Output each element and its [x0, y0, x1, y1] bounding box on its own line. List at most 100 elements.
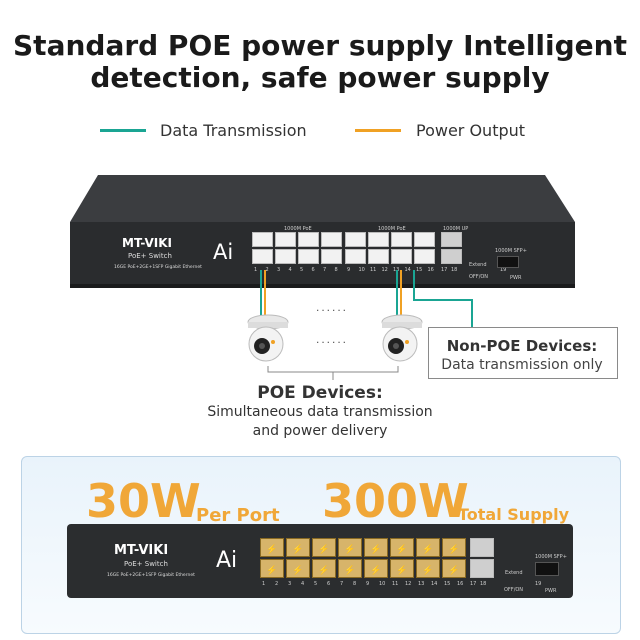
port-number-label: 18 — [451, 267, 458, 273]
non-poe-title: Non-POE Devices: — [446, 337, 598, 355]
port-number-label: 18 — [480, 581, 487, 587]
poe-devices-line2: and power delivery — [252, 423, 388, 439]
poe-port[interactable] — [298, 232, 319, 247]
poe-port[interactable] — [391, 232, 412, 247]
poe-port[interactable]: ⚡ — [312, 538, 336, 557]
port-number-label: 4 — [288, 267, 292, 273]
port-number-label: 13 — [418, 581, 425, 587]
switch-top-group1-label: 1000M PoE — [284, 226, 312, 232]
switch-top-extend-label: Extend — [469, 262, 487, 268]
port-number-label: 15 — [416, 267, 423, 273]
poe-port[interactable] — [414, 249, 435, 264]
poe-port[interactable]: ⚡ — [416, 559, 440, 578]
lightning-bolt-icon: ⚡ — [266, 564, 278, 575]
switch-bottom-sfp-label: 1000M SFP+ — [535, 554, 567, 560]
port-number-label: 19 — [535, 581, 542, 587]
uplink-port[interactable] — [441, 232, 462, 247]
camera-icon — [381, 314, 423, 362]
poe-port[interactable] — [275, 232, 296, 247]
headline-line1: Standard POE power supply Intelligent — [13, 29, 627, 62]
port-number-label: 7 — [323, 267, 327, 273]
poe-devices-description: Simultaneous data transmission and power… — [180, 403, 460, 441]
port-number-label: 12 — [405, 581, 412, 587]
poe-port[interactable] — [321, 232, 342, 247]
uplink-port[interactable] — [470, 559, 494, 578]
total-label: Total Supply — [458, 505, 570, 524]
switch-bottom-ofon-label: OFF/ON — [504, 587, 524, 593]
poe-port[interactable] — [368, 232, 389, 247]
port-number-label: 1 — [262, 581, 266, 587]
poe-port[interactable]: ⚡ — [390, 559, 414, 578]
switch-bottom-spec: 16GE PoE+2GE+1SFP Gigabit Ethernet — [107, 573, 195, 578]
switch-top-spec: 16GE PoE+2GE+1SFP Gigabit Ethernet — [114, 265, 202, 270]
poe-port[interactable] — [368, 249, 389, 264]
legend-power-label: Power Output — [416, 121, 526, 140]
poe-port[interactable]: ⚡ — [390, 538, 414, 557]
poe-port[interactable] — [298, 249, 319, 264]
uplink-port[interactable] — [470, 538, 494, 557]
port-number-label: 10 — [358, 267, 365, 273]
poe-port[interactable]: ⚡ — [260, 559, 284, 578]
port-number-label: 11 — [392, 581, 399, 587]
sfp-port[interactable] — [497, 256, 519, 268]
poe-port[interactable]: ⚡ — [260, 538, 284, 557]
lightning-bolt-icon: ⚡ — [318, 543, 330, 554]
legend-power-line — [355, 129, 401, 132]
poe-port[interactable] — [252, 232, 273, 247]
poe-port[interactable]: ⚡ — [312, 559, 336, 578]
port-number-label: 2 — [265, 267, 269, 273]
port-number-label: 9 — [347, 267, 351, 273]
port-number-label: 6 — [327, 581, 331, 587]
port-number-label: 4 — [301, 581, 305, 587]
port-number-label: 3 — [277, 267, 281, 273]
camera-icon — [247, 314, 289, 362]
poe-port[interactable]: ⚡ — [442, 559, 466, 578]
poe-port[interactable] — [414, 232, 435, 247]
port-number-label: 16 — [457, 581, 464, 587]
poe-port[interactable] — [321, 249, 342, 264]
switch-top-uplink-label: 1000M UP — [443, 226, 469, 232]
switch-top-group2-label: 1000M PoE — [378, 226, 406, 232]
dots-bottom: ...... — [316, 332, 349, 346]
poe-port[interactable]: ⚡ — [442, 538, 466, 557]
switch-top-brand: MT-VIKI — [122, 236, 172, 250]
switch-bottom-model: PoE+ Switch — [124, 560, 168, 568]
poe-port[interactable]: ⚡ — [338, 538, 362, 557]
headline-line2: detection, safe power supply — [90, 61, 550, 94]
lightning-bolt-icon: ⚡ — [318, 564, 330, 575]
uplink-port[interactable] — [441, 249, 462, 264]
port-number-label: 3 — [288, 581, 292, 587]
poe-port[interactable]: ⚡ — [364, 538, 388, 557]
bracket-line — [267, 366, 399, 373]
sfp-port[interactable] — [535, 562, 559, 576]
port-number-label: 2 — [275, 581, 279, 587]
port-number-label: 19 — [500, 267, 507, 273]
lightning-bolt-icon: ⚡ — [344, 564, 356, 575]
switch-bottom-extend-label: Extend — [505, 570, 523, 576]
port-number-label: 11 — [370, 267, 377, 273]
lightning-bolt-icon: ⚡ — [448, 543, 460, 554]
port-number-label: 5 — [300, 267, 304, 273]
poe-port[interactable] — [391, 249, 412, 264]
poe-port[interactable]: ⚡ — [286, 559, 310, 578]
lightning-bolt-icon: ⚡ — [396, 543, 408, 554]
poe-port[interactable]: ⚡ — [338, 559, 362, 578]
non-poe-subtitle: Data transmission only — [441, 357, 603, 373]
cable-data-nonpoe — [413, 270, 473, 327]
poe-port[interactable] — [345, 232, 366, 247]
poe-port[interactable] — [345, 249, 366, 264]
switch-bottom-pwr-label: PWR — [545, 588, 557, 594]
port-number-label: 5 — [314, 581, 318, 587]
lightning-bolt-icon: ⚡ — [292, 543, 304, 554]
poe-port[interactable]: ⚡ — [286, 538, 310, 557]
poe-port[interactable] — [275, 249, 296, 264]
lightning-bolt-icon: ⚡ — [396, 564, 408, 575]
total-value: 300W — [322, 474, 469, 528]
poe-port[interactable]: ⚡ — [364, 559, 388, 578]
poe-port[interactable] — [252, 249, 273, 264]
port-number-label: 16 — [427, 267, 434, 273]
poe-port[interactable]: ⚡ — [416, 538, 440, 557]
lightning-bolt-icon: ⚡ — [266, 543, 278, 554]
lightning-bolt-icon: ⚡ — [422, 543, 434, 554]
